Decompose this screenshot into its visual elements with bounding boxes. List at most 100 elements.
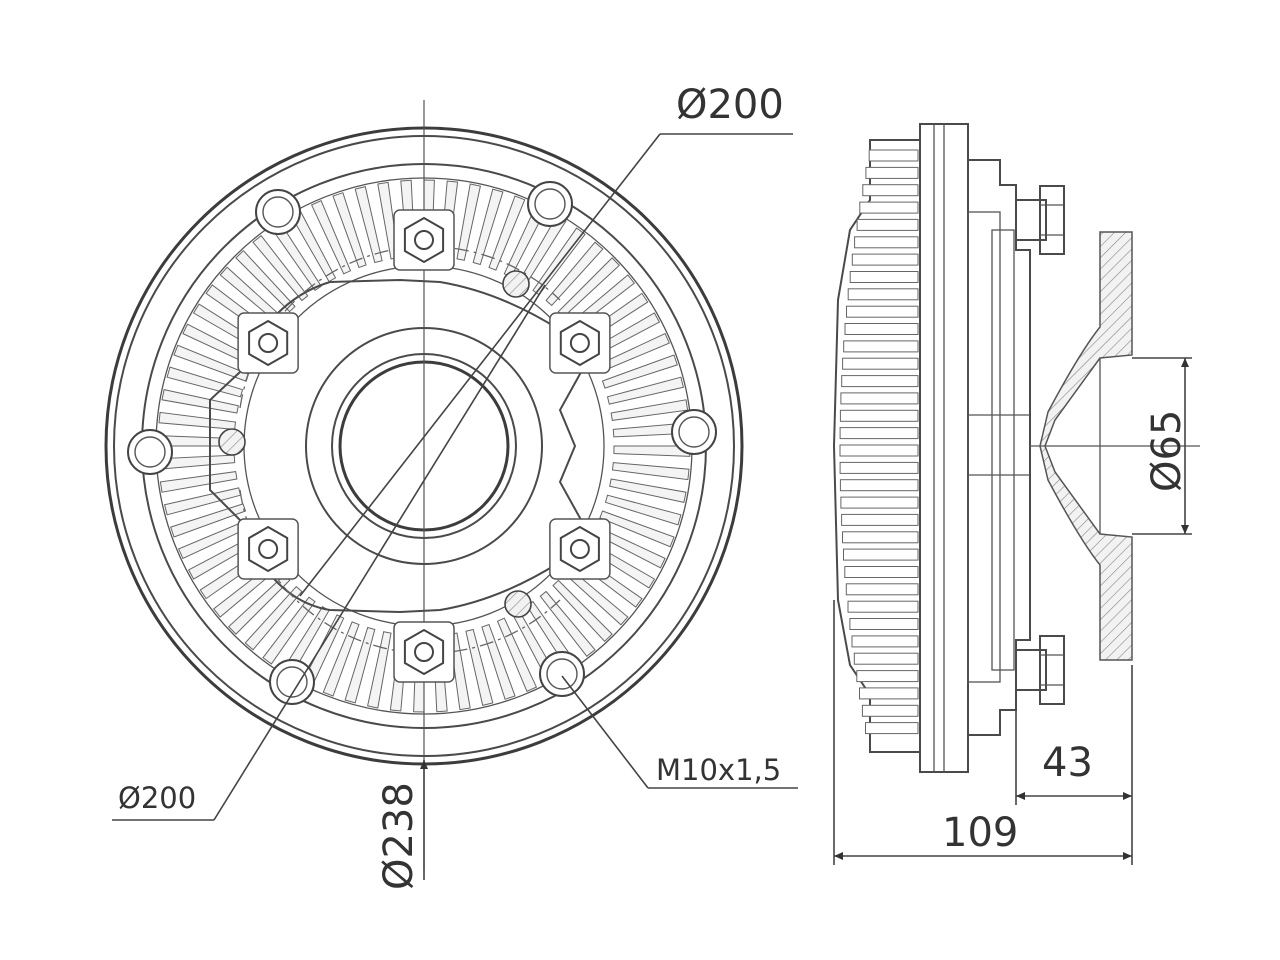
side-fin — [868, 149, 919, 162]
dimension-outer-diameter: Ø238 — [376, 760, 428, 890]
side-fin — [854, 236, 919, 249]
side-view: Ø65 43 109 — [832, 123, 1200, 865]
fin — [606, 376, 685, 405]
side-fin — [843, 340, 919, 353]
dim-label-bolt-circle-bottom: Ø200 — [118, 781, 196, 815]
outer-lugs — [127, 181, 717, 705]
outer-lug — [539, 651, 585, 697]
fin — [159, 471, 238, 493]
side-fin — [842, 531, 919, 544]
fin — [367, 631, 392, 709]
stud — [393, 621, 455, 683]
fin — [604, 494, 682, 526]
dim-label-overall-depth: 109 — [942, 810, 1018, 856]
fin — [310, 200, 352, 275]
front-view: Ø200 Ø200 Ø238 M10x1,5 — [104, 82, 798, 890]
dim-label-outer-diameter: Ø238 — [376, 782, 422, 890]
side-fin — [844, 323, 919, 335]
fin — [488, 195, 526, 271]
fin — [539, 590, 596, 658]
threaded-holes — [218, 270, 532, 618]
fin — [163, 487, 242, 516]
dimension-bolt-circle-top: Ø200 — [299, 82, 793, 597]
stud — [549, 518, 611, 580]
fin — [609, 478, 687, 503]
side-fin — [839, 461, 919, 474]
stud — [237, 518, 299, 580]
side-fin — [839, 409, 919, 422]
stud — [393, 209, 455, 271]
fin — [262, 596, 316, 665]
fin — [552, 579, 613, 643]
side-fin — [849, 271, 919, 283]
side-fin — [865, 166, 919, 179]
side-fin — [856, 670, 919, 683]
side-fin — [859, 201, 919, 214]
side-stud-bottom — [1015, 635, 1065, 705]
side-fin — [865, 722, 919, 735]
fin — [161, 389, 239, 414]
side-fin — [862, 184, 919, 197]
clutch-body — [967, 159, 1031, 736]
side-fin — [842, 357, 919, 370]
fin — [244, 585, 303, 651]
dim-label-pilot-diameter: Ø65 — [1144, 410, 1190, 492]
side-fin — [853, 652, 919, 665]
fin — [599, 510, 675, 548]
fin — [610, 399, 689, 421]
side-fin — [856, 218, 919, 231]
fin — [322, 621, 360, 697]
side-stud-top — [1015, 185, 1065, 255]
dimension-bolt-circle-bottom: Ø200 — [112, 284, 546, 821]
outer-lug — [255, 189, 301, 235]
fin — [601, 354, 678, 389]
outer-lug — [127, 429, 173, 475]
side-fin — [839, 427, 919, 440]
fin — [545, 241, 604, 307]
side-fin — [841, 513, 919, 526]
hub-section — [1039, 231, 1133, 661]
side-fin — [859, 687, 919, 700]
fin — [166, 366, 244, 398]
side-fin — [840, 496, 919, 509]
outer-lug — [527, 181, 573, 227]
side-fin — [851, 635, 919, 648]
outer-lug — [671, 409, 717, 455]
side-fins — [839, 149, 919, 735]
dimension-thread: M10x1,5 — [561, 675, 798, 789]
fin — [456, 183, 481, 261]
side-fin — [841, 375, 919, 388]
side-fin — [840, 392, 919, 405]
fin — [235, 249, 296, 313]
fin — [354, 185, 383, 264]
fin — [613, 445, 691, 457]
fin — [170, 503, 247, 538]
side-fin — [839, 444, 919, 457]
fin — [332, 192, 367, 269]
side-fin — [849, 618, 919, 630]
side-fin — [845, 583, 919, 596]
mounting-studs — [237, 209, 611, 683]
fin — [252, 234, 309, 302]
dimension-hub-depth: 43 — [1015, 665, 1133, 805]
side-fin — [861, 704, 919, 717]
outer-lug — [269, 659, 315, 705]
side-fin — [846, 305, 919, 318]
threaded-hole — [218, 428, 246, 456]
threaded-hole — [504, 590, 532, 618]
dimension-overall-depth: 109 — [833, 600, 1133, 865]
dim-label-bolt-circle-top: Ø200 — [676, 82, 784, 128]
side-fin — [844, 566, 919, 578]
side-fin — [843, 548, 919, 561]
threaded-hole — [502, 270, 530, 298]
dimension-pilot-diameter: Ø65 — [1132, 357, 1192, 535]
fin — [611, 462, 690, 481]
side-fin — [839, 479, 919, 492]
stud — [549, 312, 611, 374]
fin — [532, 227, 586, 296]
dim-label-hub-depth: 43 — [1042, 740, 1093, 786]
stud — [237, 312, 299, 374]
fin — [158, 411, 237, 430]
side-fin — [851, 253, 919, 266]
